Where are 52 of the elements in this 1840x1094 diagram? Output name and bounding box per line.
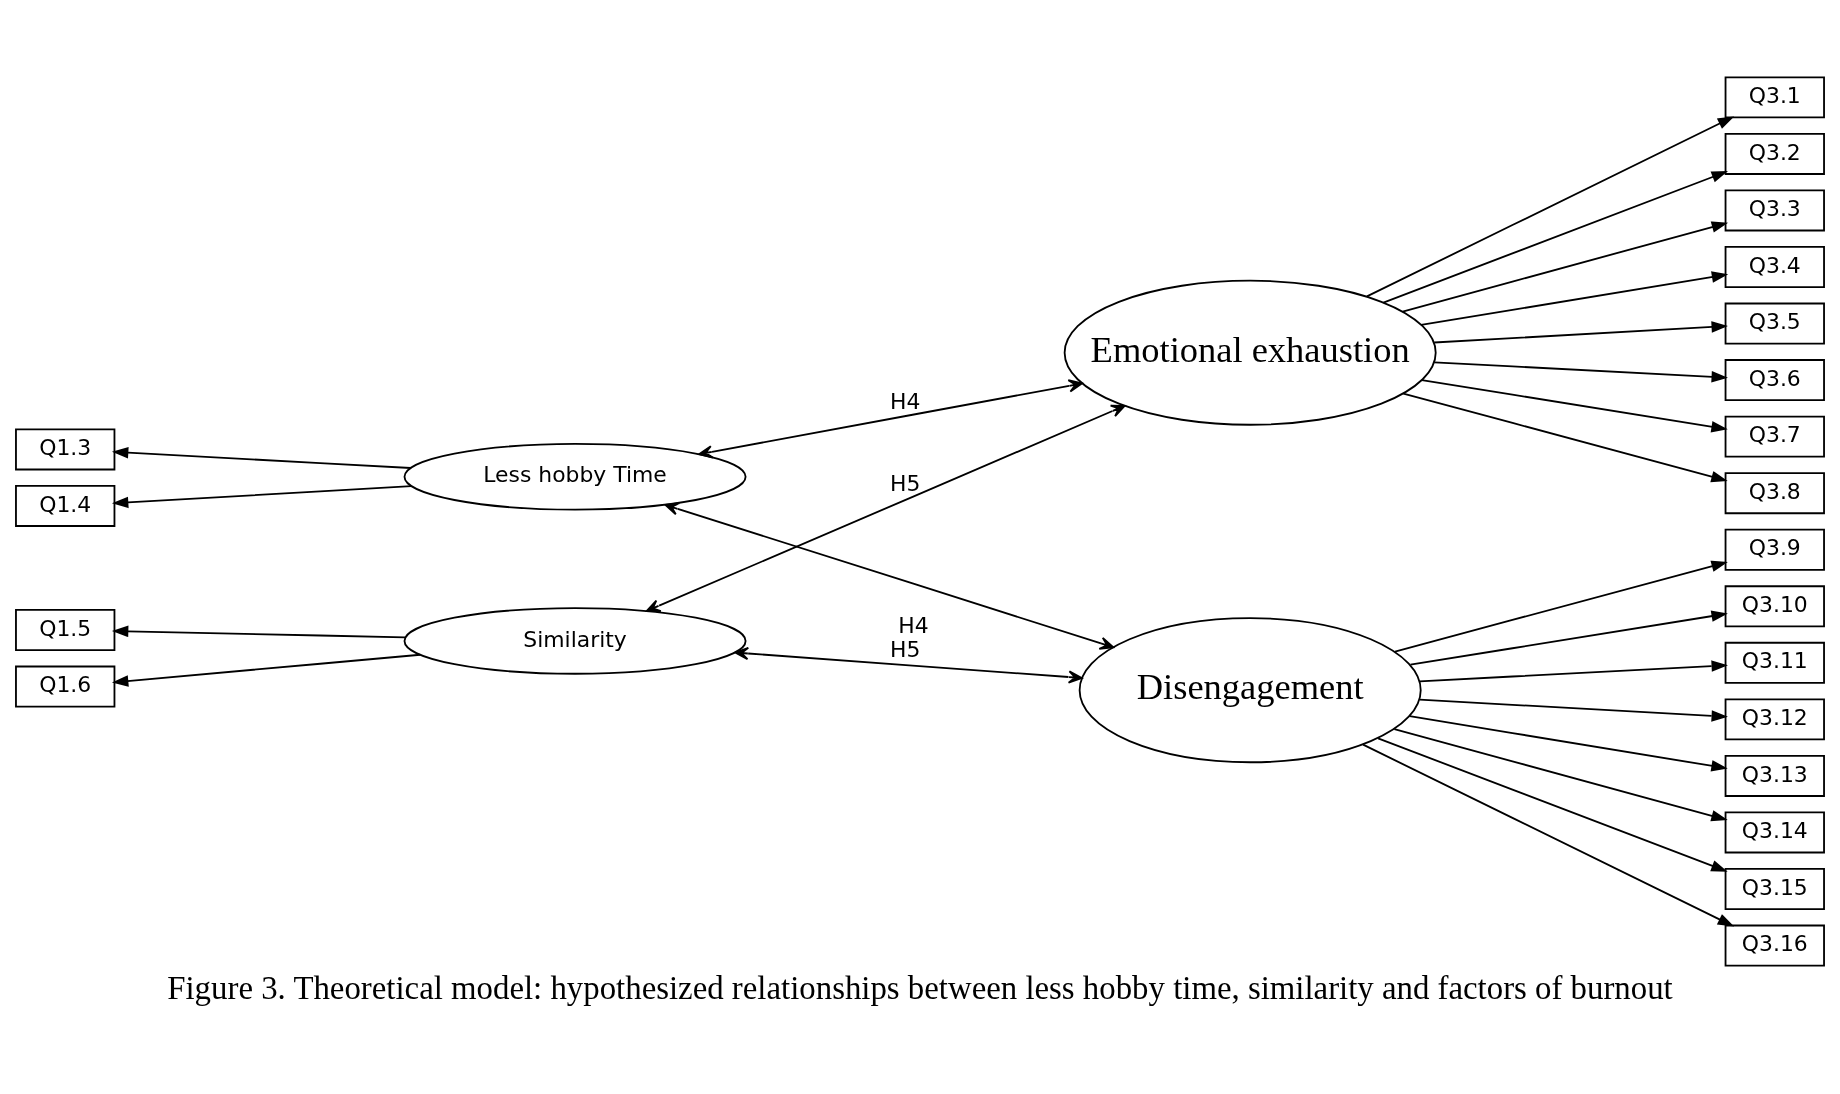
arrow bbox=[1420, 271, 1729, 326]
arrow bbox=[111, 653, 422, 687]
node-box: Q3.8 bbox=[1724, 472, 1825, 515]
edge-label: H5 bbox=[890, 636, 921, 662]
caption: Figure 3. Theoretical model: hypothesized relationships between less hobby time, similarity and factors of burnout bbox=[167, 970, 1673, 1007]
node-box: Q3.1 bbox=[1724, 76, 1825, 119]
arrow bbox=[1402, 392, 1728, 483]
arrow bbox=[1420, 379, 1728, 433]
arrow bbox=[1418, 698, 1728, 722]
arrow bbox=[1377, 737, 1728, 872]
node-box: Q3.16 bbox=[1724, 924, 1825, 967]
arrow bbox=[1401, 221, 1729, 313]
node-box: Q3.13 bbox=[1724, 754, 1825, 797]
edge-label: H5 bbox=[890, 470, 921, 496]
node-ellipse: Disengagement bbox=[1078, 617, 1422, 764]
arrow bbox=[1433, 361, 1728, 383]
arrow bbox=[111, 485, 413, 509]
node-box: Q1.5 bbox=[15, 609, 116, 651]
arrow bbox=[1394, 560, 1728, 653]
node-box: Q3.15 bbox=[1724, 868, 1825, 910]
node-box: Q1.3 bbox=[15, 428, 116, 471]
node-box: Q3.6 bbox=[1724, 359, 1825, 402]
node-box: Q3.7 bbox=[1724, 415, 1825, 458]
node-box: Q3.2 bbox=[1724, 132, 1825, 175]
arrow bbox=[111, 446, 412, 469]
arrow bbox=[1418, 660, 1728, 683]
arrow bbox=[734, 646, 1083, 684]
node-ellipse: Emotional exhaustion bbox=[1063, 279, 1437, 426]
arrow bbox=[1366, 116, 1735, 298]
node-box: Q1.4 bbox=[15, 484, 116, 527]
arrow bbox=[645, 404, 1126, 613]
node-box: Q3.4 bbox=[1724, 246, 1825, 288]
arrow bbox=[1382, 171, 1729, 304]
node-box: Q3.10 bbox=[1724, 585, 1825, 628]
arrow bbox=[111, 625, 406, 639]
node-box: Q3.12 bbox=[1724, 698, 1825, 741]
node-box: Q3.9 bbox=[1724, 528, 1825, 571]
arrow bbox=[664, 502, 1115, 650]
edge-label: H4 bbox=[890, 388, 921, 414]
arrow bbox=[1433, 321, 1728, 344]
edge-label: H4 bbox=[898, 613, 929, 639]
arrow bbox=[698, 379, 1083, 459]
node-box: Q3.5 bbox=[1724, 302, 1825, 345]
arrow bbox=[1362, 743, 1735, 927]
node-box: Q3.11 bbox=[1724, 641, 1825, 684]
node-box: Q3.14 bbox=[1724, 811, 1825, 854]
arrow bbox=[1393, 728, 1728, 822]
arrow bbox=[1409, 610, 1728, 666]
node-box: Q3.3 bbox=[1724, 189, 1825, 232]
node-ellipse: Similarity bbox=[403, 607, 747, 675]
node-box: Q1.6 bbox=[15, 665, 116, 708]
arrow bbox=[1408, 715, 1728, 772]
